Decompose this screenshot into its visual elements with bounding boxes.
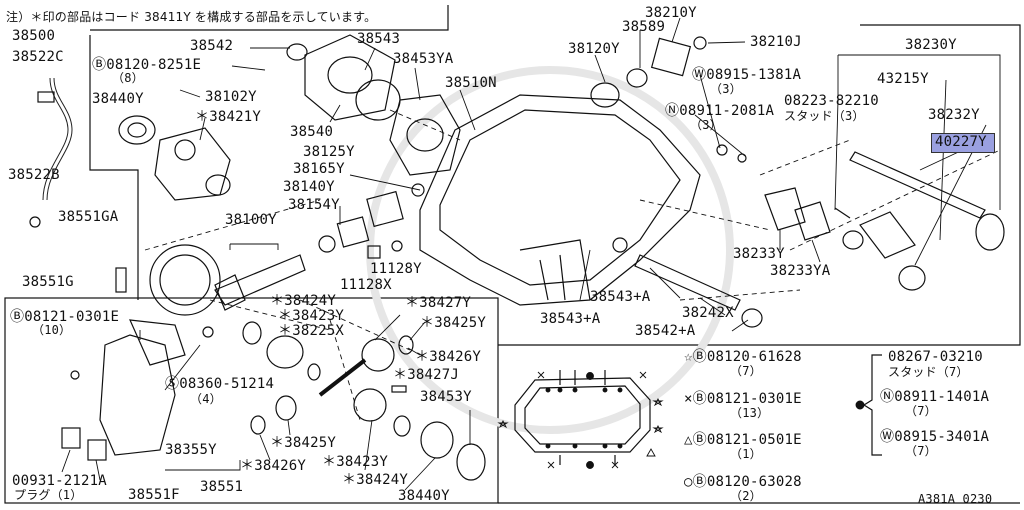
- part-38453y[interactable]: 38453Y: [420, 389, 472, 405]
- part-38551f[interactable]: 38551F: [128, 487, 180, 503]
- sub-08223-82210: スタッド（3）: [784, 109, 865, 123]
- qty-08121-0301e: （10）: [32, 323, 72, 337]
- part-40227y[interactable]: 40227Y: [935, 134, 987, 150]
- part-38102y[interactable]: 38102Y: [205, 89, 257, 105]
- part-38424y-lower[interactable]: ＊38424Y: [342, 472, 408, 488]
- part-00931-2121a[interactable]: 00931-2121A: [12, 473, 107, 489]
- part-38355y[interactable]: 38355Y: [165, 442, 217, 458]
- part-08915-1381a[interactable]: Ⓦ08915-1381A: [692, 67, 802, 83]
- part-38424y-upper[interactable]: ＊38424Y: [270, 293, 336, 309]
- highlight-40227y: [931, 133, 995, 153]
- part-38210j[interactable]: 38210J: [750, 34, 802, 50]
- qty-08911-2081a: （3）: [690, 118, 722, 132]
- part-38421y[interactable]: ＊38421Y: [195, 109, 261, 125]
- sub-00931-2121a: プラグ（1）: [14, 488, 83, 502]
- part-38543[interactable]: 38543: [357, 31, 401, 47]
- part-08911-2081a[interactable]: Ⓝ08911-2081A: [665, 103, 775, 119]
- part-38426y-lower[interactable]: ＊38426Y: [240, 458, 306, 474]
- part-38425y-lower[interactable]: ＊38425Y: [270, 435, 336, 451]
- part-38440y-upper[interactable]: 38440Y: [92, 91, 144, 107]
- part-38453ya[interactable]: 38453YA: [393, 51, 454, 67]
- part-38242x[interactable]: 38242X: [682, 305, 734, 321]
- part-38210y[interactable]: 38210Y: [645, 5, 697, 21]
- legend-dot-a-sub: スタッド（7）: [888, 365, 969, 379]
- qty-08360-51214: （4）: [190, 392, 222, 406]
- part-38233y[interactable]: 38233Y: [733, 246, 785, 262]
- part-38120y[interactable]: 38120Y: [568, 41, 620, 57]
- part-08120-8251e[interactable]: Ⓑ08120-8251E: [92, 57, 202, 73]
- part-38522b[interactable]: 38522B: [8, 167, 60, 183]
- part-38440y-lower[interactable]: 38440Y: [398, 488, 450, 504]
- part-11128y[interactable]: 11128Y: [370, 261, 422, 277]
- qty-08120-8251e: （8）: [112, 71, 144, 85]
- part-38522c[interactable]: 38522C: [12, 49, 64, 65]
- part-43215y[interactable]: 43215Y: [877, 71, 929, 87]
- part-38427j[interactable]: ＊38427J: [393, 367, 459, 383]
- legend-circle-code[interactable]: ○Ⓑ08120-63028: [684, 474, 802, 490]
- part-38542a[interactable]: 38542+A: [635, 323, 696, 339]
- part-38140y[interactable]: 38140Y: [283, 179, 335, 195]
- part-08223-82210[interactable]: 08223-82210: [784, 93, 879, 109]
- legend-dot-b-qty: （7）: [905, 404, 937, 418]
- part-38230y[interactable]: 38230Y: [905, 37, 957, 53]
- note-text: 注）＊印の部品はコード 38411Y を構成する部品を示しています。: [6, 10, 377, 24]
- legend-tri-code[interactable]: △Ⓑ08121-0501E: [684, 432, 802, 448]
- legend-dot-a-code[interactable]: 08267-03210: [888, 349, 983, 365]
- legend-dot-c-code[interactable]: Ⓦ08915-3401A: [880, 429, 990, 445]
- legend-cross-qty: （13）: [730, 406, 770, 420]
- legend-tri-qty: （1）: [730, 447, 762, 461]
- part-38125y[interactable]: 38125Y: [303, 144, 355, 160]
- part-38551ga[interactable]: 38551GA: [58, 209, 119, 225]
- legend-star-code[interactable]: ☆Ⓑ08120-61628: [684, 349, 802, 365]
- part-38425y-upper[interactable]: ＊38425Y: [420, 315, 486, 331]
- part-38510n[interactable]: 38510N: [445, 75, 497, 91]
- part-08121-0301e[interactable]: Ⓑ08121-0301E: [10, 309, 120, 325]
- part-38225x[interactable]: ＊38225X: [278, 323, 344, 339]
- part-38589[interactable]: 38589: [622, 19, 666, 35]
- legend-dot-b-code[interactable]: Ⓝ08911-1401A: [880, 389, 990, 405]
- part-38551[interactable]: 38551: [200, 479, 244, 495]
- part-38154y[interactable]: 38154Y: [288, 197, 340, 213]
- part-11128x[interactable]: 11128X: [340, 277, 392, 293]
- part-38232y[interactable]: 38232Y: [928, 107, 980, 123]
- qty-08915-1381a: （3）: [710, 82, 742, 96]
- part-38423y-upper[interactable]: ＊38423Y: [278, 308, 344, 324]
- legend-star-qty: （7）: [730, 364, 762, 378]
- legend-dot-c-qty: （7）: [905, 444, 937, 458]
- part-38500[interactable]: 38500: [12, 28, 56, 44]
- part-38100y[interactable]: 38100Y: [225, 212, 277, 228]
- part-38543a-upper[interactable]: 38543+A: [590, 289, 651, 305]
- part-38427y[interactable]: ＊38427Y: [405, 295, 471, 311]
- part-38542[interactable]: 38542: [190, 38, 234, 54]
- diagram-code: A381A 0230: [918, 492, 993, 506]
- part-08360-51214[interactable]: Ⓢ08360-51214: [165, 376, 275, 392]
- part-38165y[interactable]: 38165Y: [293, 161, 345, 177]
- part-38426y-upper[interactable]: ＊38426Y: [415, 349, 481, 365]
- legend-circle-qty: （2）: [730, 489, 762, 503]
- part-38540[interactable]: 38540: [290, 124, 334, 140]
- part-38551g[interactable]: 38551G: [22, 274, 74, 290]
- part-38543a-lower[interactable]: 38543+A: [540, 311, 601, 327]
- legend-cross-code[interactable]: ×Ⓑ08121-0301E: [684, 391, 802, 407]
- part-38423y-lower[interactable]: ＊38423Y: [322, 454, 388, 470]
- part-38233ya[interactable]: 38233YA: [770, 263, 831, 279]
